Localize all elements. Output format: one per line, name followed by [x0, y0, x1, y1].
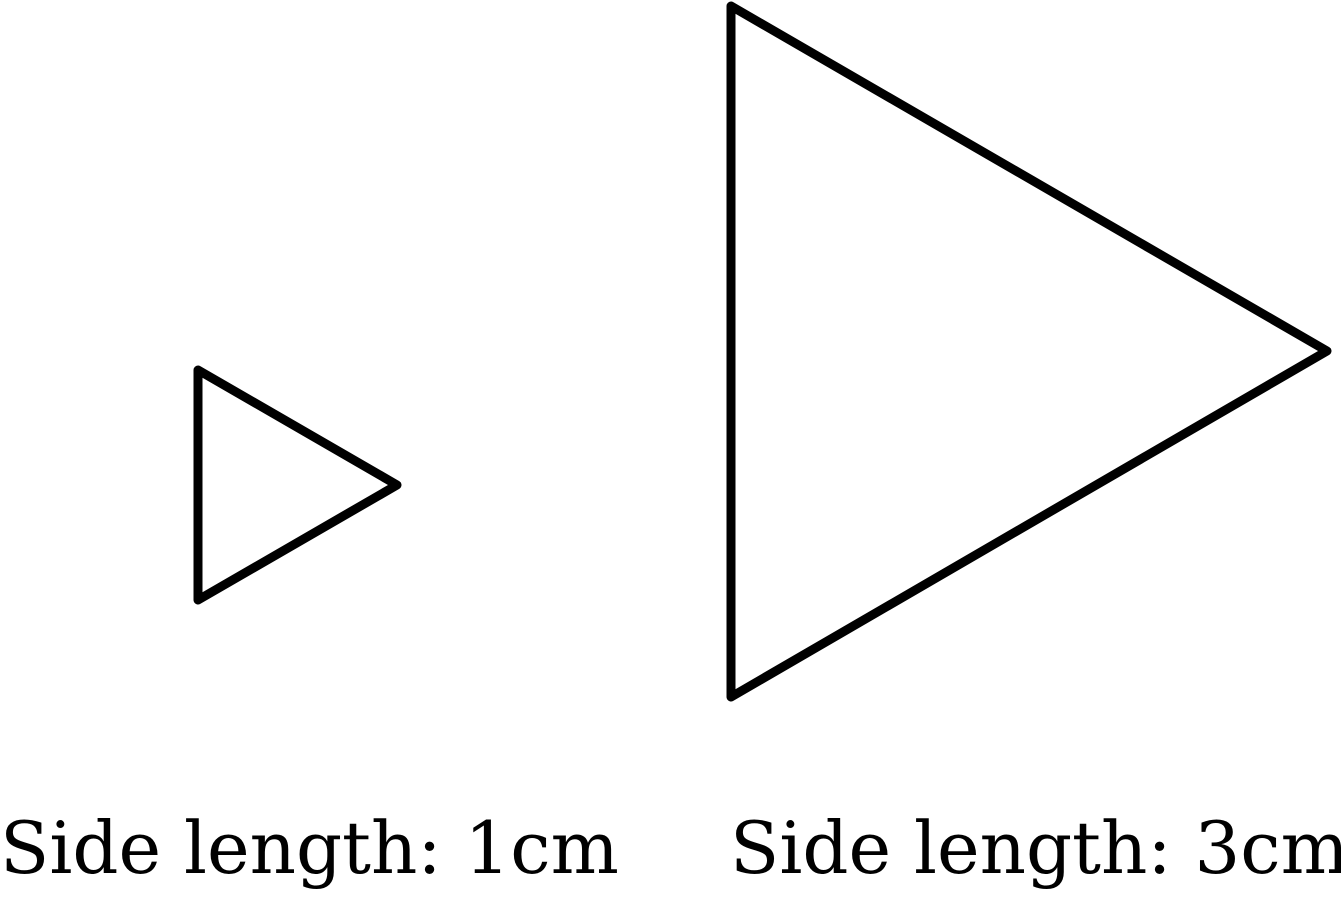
large-triangle-label: Side length: 3cm	[730, 806, 1341, 890]
large-triangle	[726, 1, 1332, 702]
small-triangle	[193, 365, 402, 605]
small-triangle-label: Side length: 1cm	[0, 806, 619, 890]
